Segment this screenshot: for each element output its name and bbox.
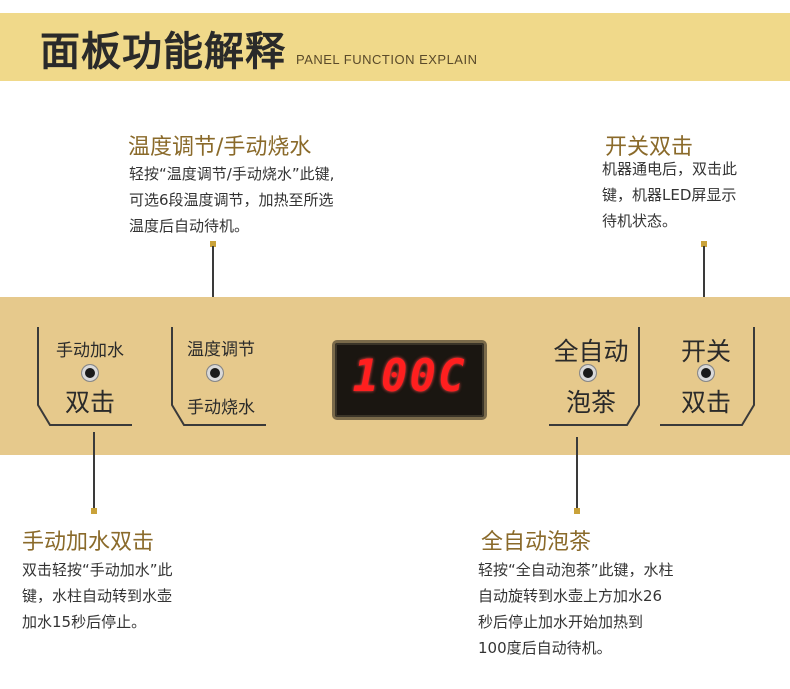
header-banner: 面板功能解释 PANEL FUNCTION EXPLAIN	[0, 13, 790, 81]
auto-tea-led-icon	[580, 365, 596, 381]
power-button-label: 开关	[680, 337, 731, 366]
callout-power-title: 开关双击	[605, 135, 694, 160]
callout-temp-marker	[210, 241, 216, 247]
callout-power-desc: 机器通电后，双击此 键，机器LED屏显示 待机状态。	[602, 160, 738, 230]
callout-manual-desc: 双击轻按“手动加水”此 键，水柱自动转到水壶 加水15秒后停止。	[22, 561, 173, 631]
auto-tea-button[interactable]: 全自动 泡茶	[545, 325, 637, 430]
callout-power-marker	[701, 241, 707, 247]
temp-button-label: 温度调节	[187, 340, 255, 360]
auto-tea-button-label: 全自动	[553, 337, 629, 366]
temp-button-frame	[171, 327, 266, 426]
callout-manual-marker	[91, 508, 97, 514]
power-button[interactable]: 开关 双击	[660, 325, 752, 430]
callout-auto-title: 全自动泡茶	[481, 530, 592, 555]
callout-temp-desc: 轻按“温度调节/手动烧水”此键, 可选6段温度调节，加热至所选 温度后自动待机。	[129, 165, 335, 235]
page-title: 面板功能解释	[40, 29, 286, 75]
callout-auto-marker	[574, 508, 580, 514]
callout-auto-desc: 轻按“全自动泡茶”此键，水柱 自动旋转到水壶上方加水26 秒后停止加水开始加热到…	[478, 561, 674, 657]
manual-water-led-icon	[82, 365, 98, 381]
callout-auto-line	[576, 437, 578, 510]
callout-manual-title: 手动加水双击	[22, 530, 155, 555]
led-display: 100C	[332, 340, 487, 420]
callout-temp-line	[212, 246, 214, 320]
page-subtitle: PANEL FUNCTION EXPLAIN	[296, 52, 478, 67]
callout-temp-title: 温度调节/手动烧水	[128, 135, 312, 160]
power-led-icon	[698, 365, 714, 381]
led-display-value: 100C	[352, 351, 467, 402]
callout-manual-line	[93, 432, 95, 510]
power-button-sublabel: 双击	[680, 388, 731, 417]
temp-button-sublabel: 手动烧水	[187, 398, 255, 418]
temp-button[interactable]: 温度调节 手动烧水	[172, 325, 270, 430]
manual-water-button[interactable]: 手动加水 双击	[40, 325, 140, 430]
manual-water-button-label: 手动加水	[56, 341, 124, 361]
temp-led-icon	[207, 365, 223, 381]
auto-tea-button-sublabel: 泡茶	[565, 388, 616, 417]
auto-tea-button-frame	[549, 327, 640, 426]
manual-water-button-frame	[37, 327, 132, 426]
callout-power-line	[703, 246, 705, 320]
power-button-frame	[660, 327, 755, 426]
manual-water-button-sublabel: 双击	[64, 388, 115, 417]
